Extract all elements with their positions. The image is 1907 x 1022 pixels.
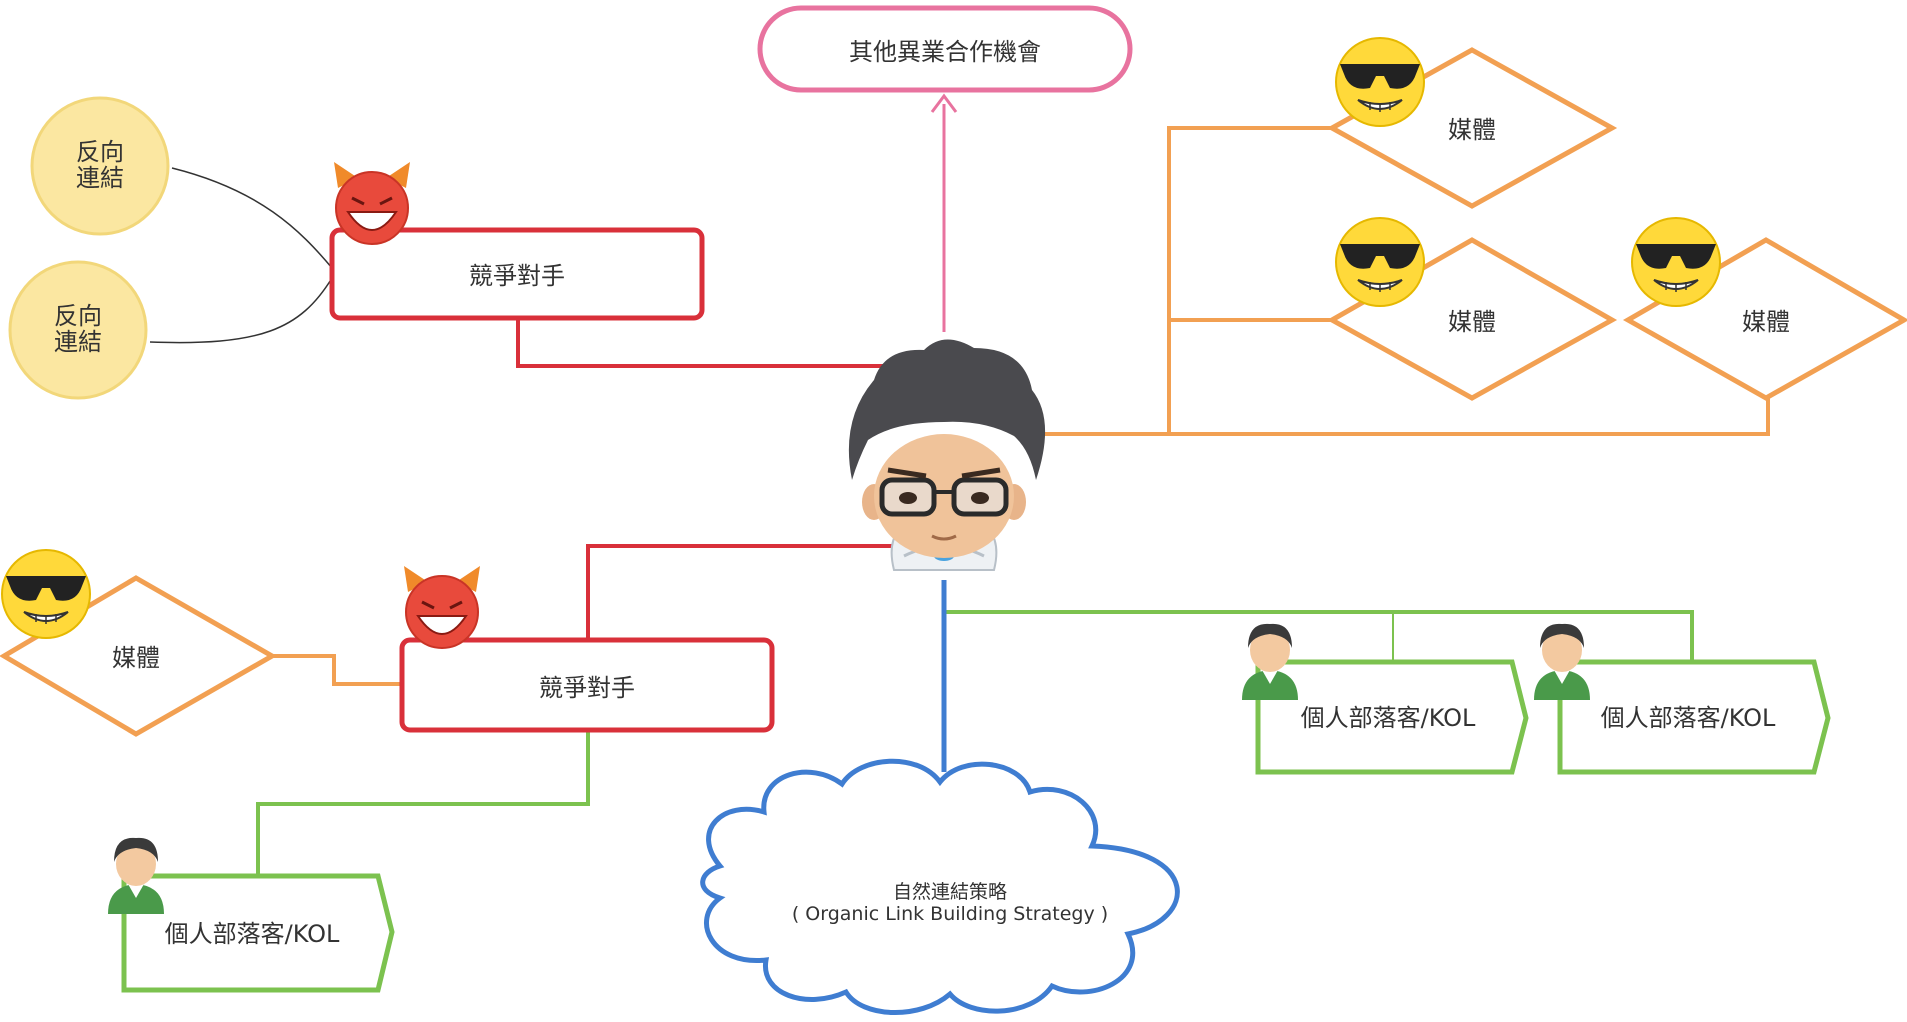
strategy-label-en: ( Organic Link Building Strategy ) xyxy=(792,903,1108,925)
media-node: 媒體 xyxy=(1326,217,1618,401)
competitor-node: 競爭對手 xyxy=(399,564,775,733)
blogger-box xyxy=(121,873,395,993)
line-blogger-right xyxy=(944,610,1694,662)
blogger-node: 個人部落客/KOL xyxy=(1534,623,1831,775)
blogger-node: 個人部落客/KOL xyxy=(1242,623,1529,775)
strategy-cloud-node: 自然連結策略 ( Organic Link Building Strategy … xyxy=(700,758,1180,1015)
connector-lines xyxy=(149,93,1770,876)
blogger-box xyxy=(1557,659,1831,775)
line-blogger-left xyxy=(256,730,590,876)
arrowhead-up xyxy=(930,93,958,113)
man-with-glasses-icon xyxy=(848,339,1046,571)
devil-emoji-icon xyxy=(402,564,482,650)
cloud-shape xyxy=(700,758,1180,1015)
backlink-label-line1: 反向 xyxy=(54,302,102,330)
backlink-node: 反向 連結 xyxy=(8,260,148,400)
sunglasses-emoji-icon xyxy=(1631,217,1721,307)
blogger-label: 個人部落客/KOL xyxy=(1601,704,1776,732)
partnership-label: 其他異業合作機會 xyxy=(849,38,1041,66)
blogger-label: 個人部落客/KOL xyxy=(1301,704,1476,732)
competitor-label: 競爭對手 xyxy=(469,262,565,290)
line-competitor-upper xyxy=(516,320,885,368)
backlink-node: 反向 連結 xyxy=(30,96,170,236)
media-label: 媒體 xyxy=(1742,308,1790,336)
strategy-label-cn: 自然連結策略 xyxy=(893,881,1007,903)
blogger-box xyxy=(1255,659,1529,775)
sunglasses-emoji-icon xyxy=(1335,37,1425,127)
sunglasses-emoji-icon xyxy=(1,549,91,639)
competitor-label: 競爭對手 xyxy=(539,674,635,702)
backlink-label-line2: 連結 xyxy=(76,164,124,192)
line-media-top xyxy=(1167,126,1336,434)
blogger-node: 個人部落客/KOL xyxy=(108,837,395,993)
line-backlink-lower xyxy=(149,277,333,344)
partnership-pill xyxy=(757,5,1133,93)
backlink-circle xyxy=(8,260,148,400)
blogger-label: 個人部落客/KOL xyxy=(165,920,340,948)
media-node: 媒體 xyxy=(1326,37,1618,209)
competitor-node: 競爭對手 xyxy=(329,160,705,321)
media-label: 媒體 xyxy=(1448,308,1496,336)
media-node: 媒體 xyxy=(0,549,278,737)
devil-emoji-icon xyxy=(332,160,412,246)
backlink-label-line2: 連結 xyxy=(54,328,102,356)
media-label: 媒體 xyxy=(112,644,160,672)
partnership-node: 其他異業合作機會 xyxy=(757,5,1133,93)
line-media-left xyxy=(272,654,400,686)
media-label: 媒體 xyxy=(1448,116,1496,144)
competitor-box xyxy=(399,637,775,733)
line-media-right xyxy=(1040,398,1770,436)
competitor-box xyxy=(329,227,705,321)
line-competitor-lower xyxy=(586,544,898,640)
sunglasses-emoji-icon xyxy=(1335,217,1425,307)
backlink-circle xyxy=(30,96,170,236)
media-node: 媒體 xyxy=(1622,217,1907,401)
line-backlink-upper xyxy=(171,167,333,269)
backlink-label-line1: 反向 xyxy=(76,138,124,166)
